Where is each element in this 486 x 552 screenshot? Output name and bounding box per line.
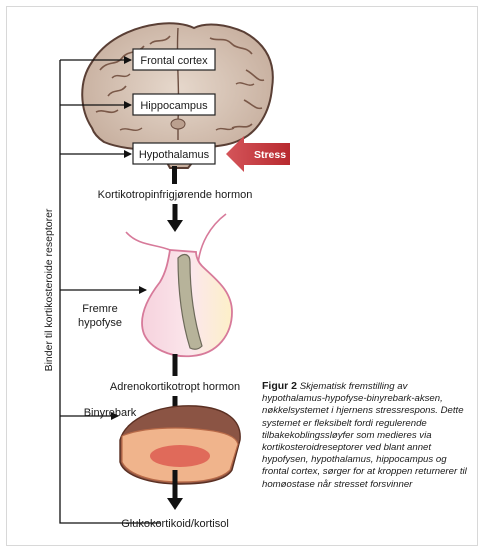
hippocampus-box: Hippocampus [133,94,215,115]
crh-arrow [167,204,183,232]
adrenal-illustration [120,406,240,484]
glucocorticoid-label: Glukokortikoid/kortisol [121,518,229,530]
crh-label: Kortikotropinfrigjørende hormon [98,189,253,201]
hypothalamus-label: Hypothalamus [139,149,210,161]
hypothalamus-stalk [172,166,177,184]
feedback-label: Binder til kortikosteroide reseptorer [43,208,55,371]
stress-label: Stress [254,149,286,161]
caption-figure-number: Figur 2 [262,380,297,392]
caption-text: Skjematisk fremstilling av hypothalamus-… [262,381,467,490]
hippocampus-label: Hippocampus [140,100,208,112]
frontal-cortex-label: Frontal cortex [140,55,208,67]
hypothalamus-box: Hypothalamus [133,143,215,164]
adrenal-cortex-label: Binyrebark [84,407,137,419]
anterior-pituitary-label-line1: Fremre [82,303,117,315]
acth-label: Adrenokortikotropt hormon [110,381,240,393]
anterior-pituitary-label-line2: hypofyse [78,317,122,329]
pituitary-illustration [126,214,232,356]
frontal-cortex-box: Frontal cortex [133,49,215,70]
pituitary-stalk [173,354,178,376]
figure-caption: Figur 2 Skjematisk fremstilling av hypot… [262,380,472,491]
